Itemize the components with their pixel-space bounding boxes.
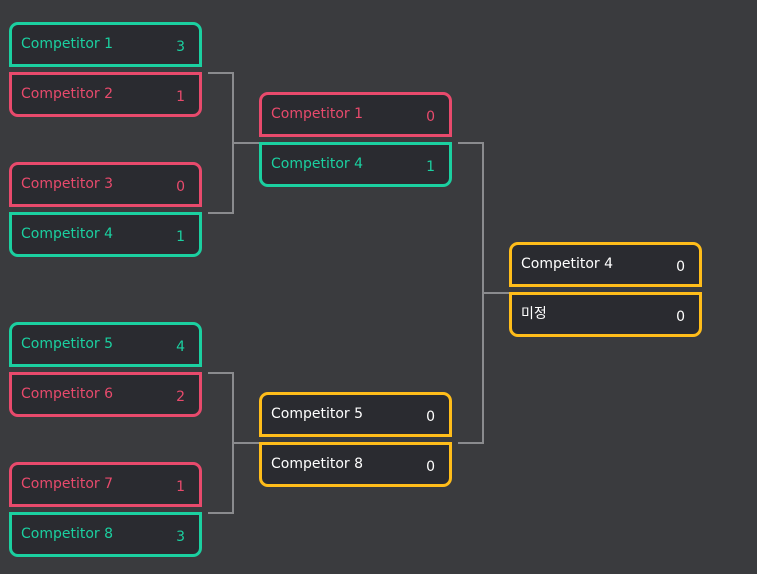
- competitor-name: Competitor 8: [271, 456, 364, 472]
- competitor-slot[interactable]: Competitor 2 1: [9, 72, 202, 117]
- competitor-slot[interactable]: Competitor 8 0: [259, 442, 452, 487]
- competitor-score: 0: [676, 259, 685, 275]
- competitor-slot[interactable]: Competitor 5 0: [259, 392, 452, 437]
- competitor-score: 1: [176, 229, 185, 245]
- competitor-score: 1: [176, 89, 185, 105]
- competitor-name: Competitor 7: [21, 476, 114, 492]
- competitor-slot[interactable]: Competitor 4 0: [509, 242, 702, 287]
- competitor-name: Competitor 4: [521, 256, 614, 272]
- competitor-name: Competitor 1: [271, 106, 364, 122]
- competitor-name: Competitor 5: [21, 336, 114, 352]
- competitor-score: 3: [176, 39, 185, 55]
- competitor-name: Competitor 8: [21, 526, 114, 542]
- connector-line: [208, 372, 233, 374]
- competitor-name: Competitor 4: [21, 226, 114, 242]
- competitor-score: 0: [176, 179, 185, 195]
- competitor-slot[interactable]: Competitor 8 3: [9, 512, 202, 557]
- competitor-score: 0: [676, 309, 685, 325]
- competitor-name: Competitor 2: [21, 86, 114, 102]
- competitor-score: 0: [426, 409, 435, 425]
- competitor-score: 1: [176, 479, 185, 495]
- competitor-slot[interactable]: Competitor 3 0: [9, 162, 202, 207]
- competitor-slot[interactable]: Competitor 7 1: [9, 462, 202, 507]
- connector-line: [482, 292, 510, 294]
- competitor-name: Competitor 4: [271, 156, 364, 172]
- competitor-score: 4: [176, 339, 185, 355]
- competitor-slot[interactable]: Competitor 5 4: [9, 322, 202, 367]
- competitor-name: Competitor 3: [21, 176, 114, 192]
- competitor-slot[interactable]: Competitor 4 1: [9, 212, 202, 257]
- competitor-name: Competitor 6: [21, 386, 114, 402]
- connector-line: [458, 442, 483, 444]
- connector-line: [208, 72, 233, 74]
- connector-line: [208, 512, 233, 514]
- competitor-slot[interactable]: Competitor 6 2: [9, 372, 202, 417]
- competitor-slot[interactable]: Competitor 4 1: [259, 142, 452, 187]
- connector-line: [208, 212, 233, 214]
- competitor-slot[interactable]: Competitor 1 3: [9, 22, 202, 67]
- competitor-slot[interactable]: Competitor 1 0: [259, 92, 452, 137]
- competitor-score: 0: [426, 459, 435, 475]
- competitor-name: 미정: [521, 306, 547, 322]
- connector-line: [458, 142, 483, 144]
- connector-line: [232, 442, 260, 444]
- competitor-score: 1: [426, 159, 435, 175]
- competitor-slot[interactable]: 미정 0: [509, 292, 702, 337]
- connector-line: [232, 142, 260, 144]
- competitor-score: 3: [176, 529, 185, 545]
- competitor-score: 2: [176, 389, 185, 405]
- competitor-name: Competitor 1: [21, 36, 114, 52]
- competitor-score: 0: [426, 109, 435, 125]
- competitor-name: Competitor 5: [271, 406, 364, 422]
